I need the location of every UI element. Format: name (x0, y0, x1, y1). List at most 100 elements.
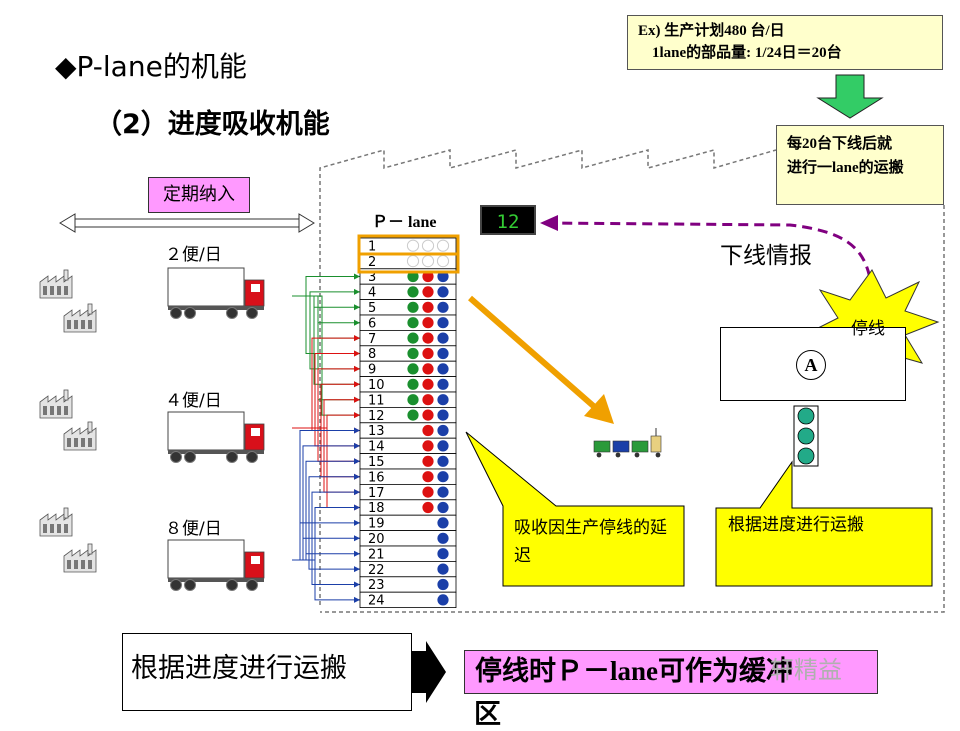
supplier-factories (39, 269, 97, 573)
lane-number: 20 (368, 532, 385, 547)
lane-number: 10 (368, 378, 385, 393)
supply-arrowhead (354, 442, 360, 449)
supply-arrowhead (354, 596, 360, 603)
lane-number: 16 (368, 470, 385, 485)
blue-part-icon (437, 578, 449, 591)
supply-arrow (292, 295, 360, 416)
supply-arrow (292, 399, 360, 429)
supply-arrowhead (354, 304, 360, 311)
empty-slot-icon (421, 255, 435, 268)
supply-arrowhead (354, 396, 360, 403)
transport-note-line-1: 每20台下线后就 (787, 136, 893, 152)
delivery-frequency-2: ４便/日 (165, 391, 222, 411)
lane-number: 23 (368, 578, 385, 593)
lane-row (359, 591, 457, 609)
blue-part-icon (437, 409, 449, 421)
supply-arrow (292, 559, 360, 570)
machine-label: A (796, 350, 826, 380)
supply-arrowhead (354, 427, 360, 434)
lane-title: Ｐ－ lane (372, 214, 437, 231)
green-part-icon (407, 317, 419, 329)
supply-arrowhead (354, 288, 360, 295)
supply-arrowhead (354, 350, 360, 357)
lane-number: 15 (368, 455, 385, 470)
supply-arrow (292, 559, 360, 601)
factory-icon (39, 507, 73, 537)
supply-arrow (292, 383, 360, 429)
progress-arrow-icon (468, 295, 614, 424)
green-part-icon (407, 409, 419, 421)
green-part-icon (407, 378, 419, 390)
red-part-icon (422, 301, 434, 313)
example-note: Ex) 生产计划480 台/日 1lane的部品量: 1/24日＝20台 (627, 15, 943, 70)
watermark: 轩精益 (770, 656, 842, 684)
bottom-arrow-icon (410, 641, 446, 703)
empty-slot-icon (436, 255, 450, 268)
lane-number: 18 (368, 501, 385, 516)
delivery-frequency-3: ８便/日 (165, 519, 222, 539)
delivery-trucks (167, 267, 265, 591)
truck-icon (167, 267, 265, 319)
bottom-left-statement: 根据进度进行运搬 (122, 633, 412, 711)
supply-arrow (292, 427, 360, 508)
page-title: ◆P-lane的机能 (55, 50, 247, 83)
green-part-icon (407, 394, 419, 406)
transport-note-line-2: 进行一lane的运搬 (787, 160, 904, 176)
red-part-icon (422, 378, 434, 390)
supply-arrowhead (354, 319, 360, 326)
supply-arrow (292, 522, 360, 561)
red-part-icon (422, 455, 434, 467)
delivery-frequency-1: ２便/日 (165, 245, 222, 265)
lane-number: 6 (368, 316, 376, 331)
supply-arrow (292, 427, 360, 478)
example-line-2: 1lane的部品量: 1/24日＝20台 (652, 45, 842, 61)
red-part-icon (422, 471, 434, 483)
blue-part-icon (437, 440, 449, 452)
example-line-1: Ex) 生产计划480 台/日 (638, 23, 785, 39)
supply-arrow (292, 559, 360, 585)
factory-outline (319, 149, 777, 605)
supply-arrow (292, 353, 360, 429)
green-part-icon (407, 347, 419, 360)
lane-number: 12 (368, 409, 385, 424)
red-part-icon (422, 501, 434, 514)
signal-lights (793, 405, 819, 467)
red-part-icon (422, 486, 434, 498)
blue-part-icon (437, 317, 449, 329)
lane-number: 8 (368, 347, 376, 362)
factory-icon (63, 543, 97, 573)
red-part-icon (422, 363, 434, 375)
double-arrow-icon (59, 213, 315, 233)
down-arrow-icon (816, 74, 884, 119)
section-subtitle: （2）进度吸收机能 (95, 109, 330, 140)
supply-arrowhead (354, 535, 360, 542)
red-part-icon (422, 424, 434, 437)
supply-arrow (292, 291, 360, 297)
green-part-icon (407, 301, 419, 313)
supply-arrows (292, 273, 360, 603)
lane-number: 7 (368, 332, 376, 347)
blue-part-icon (437, 301, 449, 313)
blue-part-icon (437, 486, 449, 498)
lane-number: 13 (368, 424, 385, 439)
supply-arrow (292, 507, 360, 561)
lane-number: 21 (368, 547, 385, 562)
factory-icon (63, 421, 97, 451)
stop-label: 停线 (851, 319, 885, 339)
lane-number: 17 (368, 486, 385, 501)
forklift-train-icon (593, 428, 662, 458)
supply-arrow (292, 295, 360, 354)
empty-slot-icon (406, 255, 420, 268)
progress-counter: 12 (480, 205, 536, 235)
absorb-callout-text: 吸收因生产停线的延迟 (514, 518, 667, 566)
supply-arrowhead (354, 335, 360, 342)
absorb-callout (465, 431, 685, 587)
supply-arrow (292, 427, 360, 462)
red-part-icon (422, 270, 434, 283)
blue-part-icon (437, 363, 449, 375)
supply-arrowhead (354, 381, 360, 388)
supply-arrowhead (354, 550, 360, 557)
supply-arrowhead (354, 489, 360, 496)
periodic-delivery-label: 定期纳入 (148, 177, 250, 213)
supply-arrowhead (354, 365, 360, 372)
